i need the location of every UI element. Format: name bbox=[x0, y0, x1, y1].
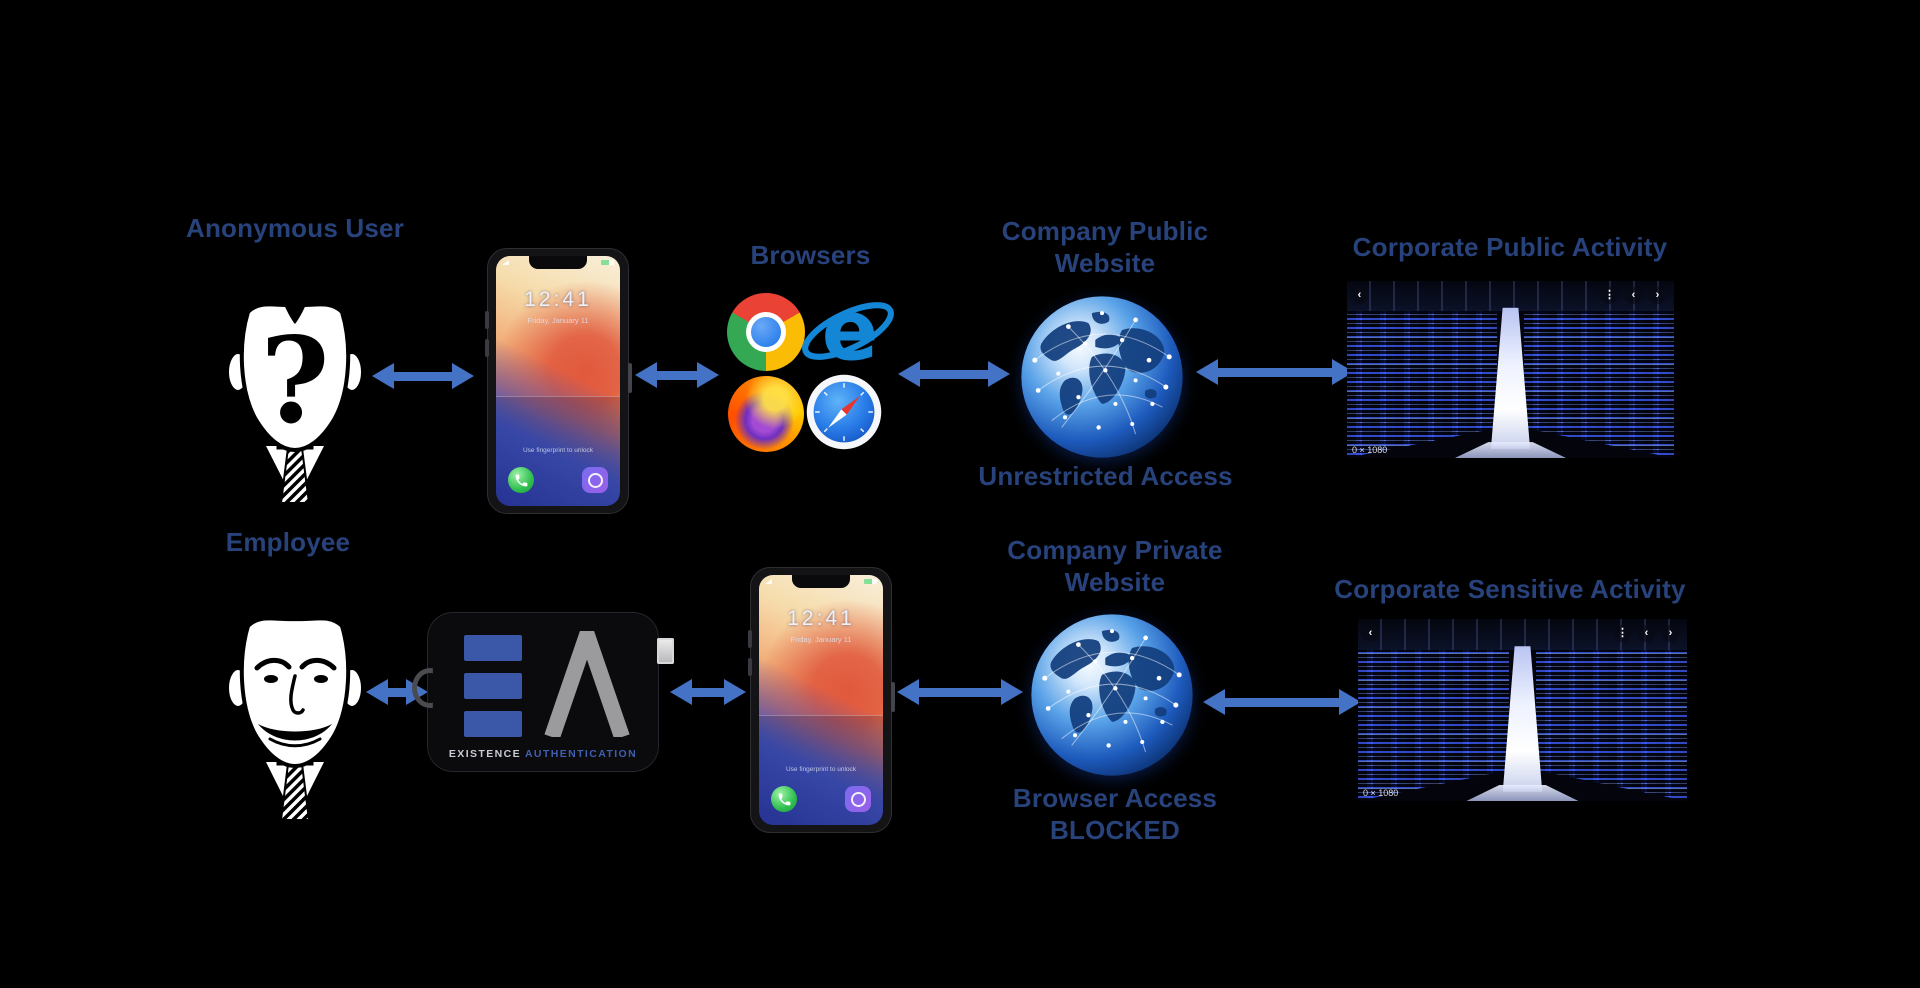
smartphone-bottom: 12:41 Friday, January 11 Use fingerprint… bbox=[748, 567, 895, 833]
phone-screen: 12:41 Friday, January 11 Use fingerprint… bbox=[496, 256, 620, 506]
brand-authentication: AUTHENTICATION bbox=[524, 748, 638, 760]
question-mark: ? bbox=[260, 311, 329, 450]
phone-date: Friday, January 11 bbox=[527, 316, 589, 325]
employee-label: Employee bbox=[225, 527, 351, 557]
phone-app-icon bbox=[508, 467, 534, 493]
battery-icon bbox=[864, 579, 877, 584]
svg-text:e: e bbox=[822, 282, 879, 380]
phone-notch bbox=[529, 256, 587, 269]
existence-authentication-device: EXISTENCE AUTHENTICATION bbox=[412, 610, 674, 772]
device-logo-e-bar bbox=[464, 711, 522, 737]
camera-app-icon bbox=[845, 786, 871, 812]
signal-icon bbox=[502, 260, 509, 265]
private-website-title-line1: Company Private bbox=[1007, 535, 1223, 565]
public-website-globe bbox=[1018, 293, 1186, 461]
camera-app-icon bbox=[582, 467, 608, 493]
bidirectional-arrow-browsers-publicsite bbox=[898, 361, 1010, 387]
browsers-label: Browsers bbox=[750, 240, 871, 270]
phone-app-icon bbox=[771, 786, 797, 812]
unlock-hint: Use fingerprint to unlock bbox=[522, 447, 594, 454]
private-website-globe bbox=[1028, 611, 1196, 779]
public-website-title: Company Public Website bbox=[985, 216, 1225, 279]
internet-explorer-icon: e bbox=[797, 282, 899, 384]
carousel-next-icon: › bbox=[1649, 287, 1666, 304]
datacenter-ceiling bbox=[1347, 281, 1674, 312]
carousel-prev-icon: ‹ bbox=[1351, 287, 1368, 304]
resolution-watermark: 0 × 1080 bbox=[1352, 445, 1388, 455]
bidirectional-arrow-phone-browsers bbox=[635, 362, 719, 388]
firefox-icon bbox=[728, 376, 804, 452]
bidirectional-arrow-publicsite-datacenter bbox=[1196, 359, 1354, 385]
private-website-title: Company Private Website bbox=[995, 535, 1235, 598]
resolution-watermark: 0 × 1080 bbox=[1363, 788, 1399, 798]
battery-icon bbox=[601, 260, 614, 265]
anonymous-user-figure: ? bbox=[200, 250, 390, 508]
blocked-access-line2: BLOCKED bbox=[1050, 814, 1180, 845]
signal-icon bbox=[765, 579, 772, 584]
device-logo-e-bar bbox=[464, 635, 522, 661]
blocked-access-label: Browser Access BLOCKED bbox=[995, 783, 1235, 846]
datacenter-floor bbox=[1454, 442, 1567, 458]
phone-clock: 12:41 bbox=[787, 607, 855, 630]
public-activity-label: Corporate Public Activity bbox=[1352, 232, 1668, 262]
carousel-prev-icon: ‹ bbox=[1638, 625, 1655, 642]
carousel-prev-icon: ‹ bbox=[1362, 625, 1379, 642]
public-website-title-line1: Company Public bbox=[1001, 216, 1209, 246]
usb-connector bbox=[657, 638, 674, 664]
phone-notch bbox=[792, 575, 850, 588]
carousel-next-icon: › bbox=[1662, 625, 1679, 642]
datacenter-floor bbox=[1466, 784, 1579, 801]
private-website-title-line2: Website bbox=[1064, 566, 1166, 597]
brand-existence: EXISTENCE bbox=[448, 748, 522, 760]
unlock-hint: Use fingerprint to unlock bbox=[785, 766, 857, 773]
blocked-access-line1: Browser Access bbox=[1012, 783, 1218, 813]
bidirectional-arrow-phone-privatesite bbox=[897, 679, 1023, 705]
bidirectional-arrow-user-phone bbox=[372, 363, 474, 389]
anonymous-user-label: Anonymous User bbox=[185, 213, 405, 243]
smartphone-top: 12:41 Friday, January 11 Use fingerprint… bbox=[485, 248, 632, 514]
sensitive-activity-label: Corporate Sensitive Activity bbox=[1334, 574, 1686, 604]
private-datacenter-image: ‹ ⋮ ‹ › 0 × 1080 bbox=[1358, 619, 1687, 801]
phone-date: Friday, January 11 bbox=[790, 635, 852, 644]
phone-clock: 12:41 bbox=[524, 288, 592, 311]
safari-icon bbox=[806, 374, 882, 450]
device-logo-a bbox=[544, 610, 630, 742]
datacenter-ceiling bbox=[1358, 619, 1687, 650]
device-logo-e-bar bbox=[464, 673, 522, 699]
bidirectional-arrow-authdevice-phone bbox=[670, 679, 746, 705]
phone-screen: 12:41 Friday, January 11 Use fingerprint… bbox=[759, 575, 883, 825]
bidirectional-arrow-privatesite-datacenter bbox=[1203, 689, 1361, 715]
employee-figure bbox=[202, 562, 390, 825]
chrome-icon bbox=[727, 293, 805, 371]
unrestricted-access-label: Unrestricted Access bbox=[978, 461, 1233, 491]
device-brand: EXISTENCE AUTHENTICATION bbox=[428, 748, 658, 760]
keyring-icon bbox=[412, 668, 433, 708]
public-website-title-line2: Website bbox=[1054, 247, 1156, 278]
public-datacenter-image: ‹ ⋮ ‹ › 0 × 1080 bbox=[1347, 281, 1674, 458]
carousel-prev-icon: ‹ bbox=[1625, 287, 1642, 304]
carousel-menu-icon: ⋮ bbox=[1614, 625, 1631, 642]
carousel-menu-icon: ⋮ bbox=[1601, 287, 1618, 304]
